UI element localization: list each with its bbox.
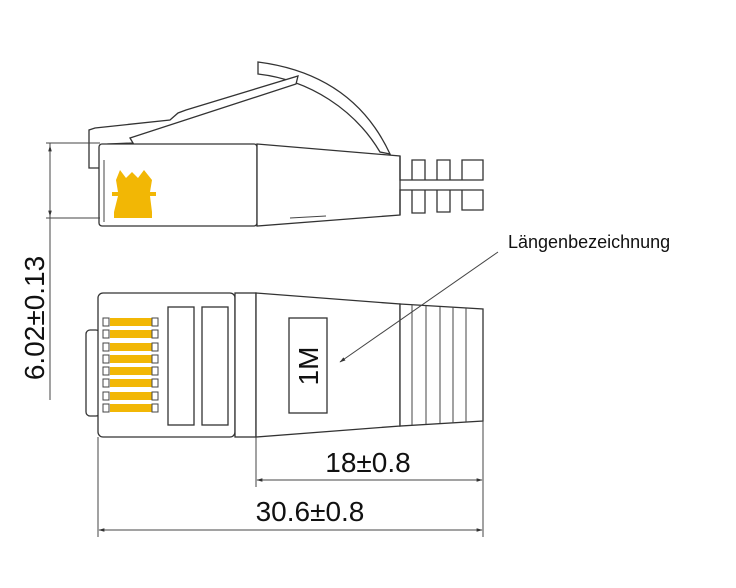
window-1	[167, 306, 195, 426]
length-marking-leader	[339, 251, 499, 363]
total-dimension-label: 30.6±0.8	[256, 496, 365, 527]
height-extension-lines	[46, 142, 100, 219]
length-marking-label: Längenbezeichnung	[508, 232, 670, 252]
boot-dimension-label: 18±0.8	[325, 447, 410, 478]
length-marking-text: 1M	[293, 347, 324, 386]
length-marking-box	[288, 317, 328, 414]
window-2	[201, 306, 229, 426]
top-view: 1M	[85, 292, 484, 438]
boot-rib-lines	[411, 305, 467, 425]
contact-pin	[102, 342, 159, 352]
boot-fins-top	[399, 156, 484, 181]
latch-clip-arc	[257, 61, 392, 155]
contact-pin	[102, 366, 159, 376]
height-dimension-label: 6.02±0.13	[19, 256, 50, 380]
boot-groove	[289, 215, 327, 219]
side-view: 6.02±0.13	[19, 61, 484, 400]
contact-pin	[102, 403, 159, 413]
boot-body	[255, 292, 401, 438]
plug-collar	[234, 292, 257, 438]
boot-fins-bottom	[399, 189, 484, 215]
contact-pin	[102, 378, 159, 388]
contact-pins	[102, 317, 159, 413]
length-extension-lines	[97, 421, 484, 537]
contact-pin	[102, 391, 159, 401]
contact-pin	[102, 329, 159, 339]
contact-pin	[102, 317, 159, 327]
contact-pin	[102, 354, 159, 364]
contact-icon-yellow	[112, 170, 156, 218]
boot-taper	[256, 143, 401, 227]
